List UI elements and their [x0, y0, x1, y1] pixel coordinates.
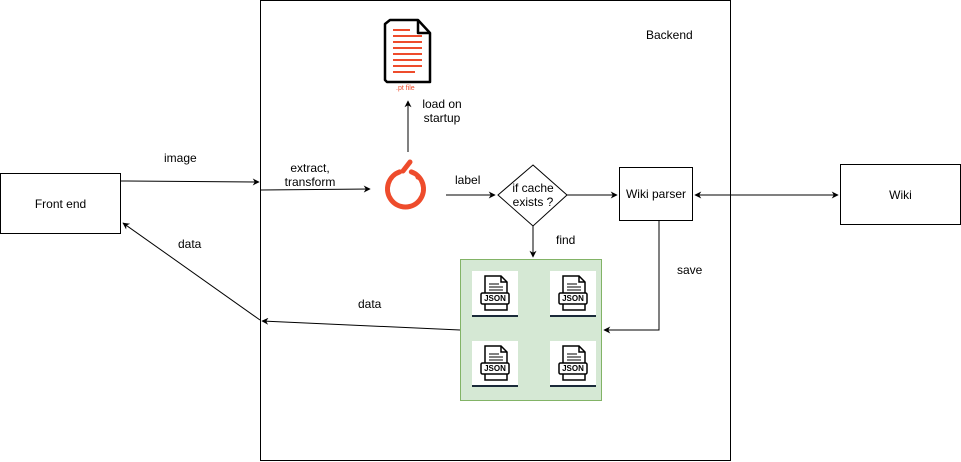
cache-container: JSON JSON JSON [460, 259, 602, 401]
decision-line-1: if cache [512, 181, 554, 195]
json-file-icon: JSON [550, 341, 596, 387]
edge-label-save: save [677, 263, 703, 277]
cache-decision-diamond [497, 164, 568, 227]
edge-label-extract-transform: extract, transform [282, 161, 338, 189]
document-icon [383, 18, 432, 84]
decision-line-2: exists ? [512, 195, 554, 209]
json-file-text: JSON [484, 294, 506, 303]
pytorch-icon [385, 159, 426, 210]
wiki-parser-box: Wiki parser [619, 167, 693, 221]
load-on-text: load on [422, 97, 462, 111]
pt-file-caption: .pt file [396, 85, 415, 92]
edge-save [603, 221, 660, 334]
json-file-icon: JSON [472, 271, 518, 317]
wiki-parser-label: Wiki parser [625, 187, 686, 201]
json-file-text: JSON [562, 364, 584, 373]
edge-extract-transform [260, 185, 371, 193]
edge-data-to-frontend [122, 222, 261, 321]
edge-label-data-to-frontend: data [178, 237, 202, 251]
extract-text: extract, [290, 161, 330, 175]
json-file-icon: JSON [550, 271, 596, 317]
transform-text: transform [284, 175, 336, 189]
wiki-label: Wiki [889, 187, 912, 202]
json-file-text: JSON [562, 294, 584, 303]
json-file-text: JSON [484, 364, 506, 373]
edge-data-from-cache [261, 317, 461, 331]
frontend-box: Front end [0, 173, 121, 234]
edge-label-image: image [164, 151, 197, 165]
edge-label-data-from-cache: data [358, 297, 382, 311]
edge-label-label: label [455, 173, 481, 187]
backend-label: Backend [646, 28, 693, 42]
edge-image [120, 178, 260, 186]
wiki-box: Wiki [840, 164, 961, 225]
json-file-icon: JSON [472, 341, 518, 387]
startup-text: startup [423, 111, 461, 125]
edge-label-load-on-startup: load on startup [416, 97, 468, 125]
decision-label: if cache exists ? [503, 181, 563, 209]
edge-label-find: find [556, 233, 576, 247]
frontend-label: Front end [34, 196, 87, 211]
